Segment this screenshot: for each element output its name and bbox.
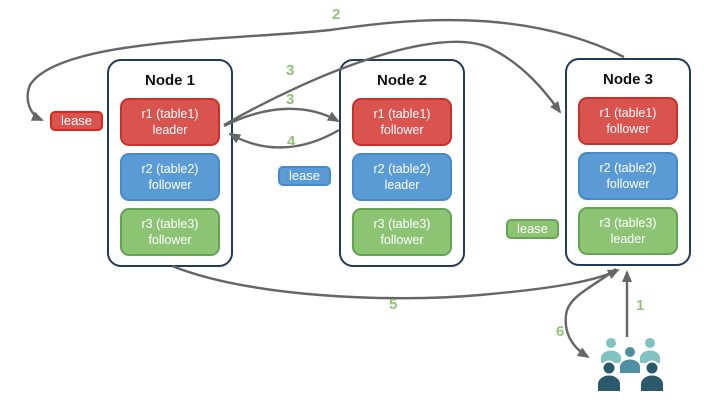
users-icon [596, 336, 665, 393]
users-middle-person [618, 345, 642, 375]
node-3: Node 3 r1 (table1) follower r2 (table2) … [565, 58, 691, 266]
node-2-replica-r3: r3 (table3) follower [352, 208, 452, 256]
replica-role: leader [384, 178, 420, 192]
step-label-3-replicate-node2: 3 [286, 91, 295, 108]
step-label-5: 5 [389, 296, 398, 313]
step-label-1: 1 [636, 297, 645, 314]
step-label-6: 6 [556, 323, 565, 340]
arrow-step-4 [228, 128, 340, 149]
step-label-4: 4 [287, 133, 296, 150]
replica-role: leader [152, 123, 188, 137]
step-label-2: 2 [332, 6, 341, 23]
replica-role: follower [380, 123, 424, 137]
node-3-replica-r1: r1 (table1) follower [578, 97, 678, 145]
node-1: Node 1 r1 (table1) leader r2 (table2) fo… [107, 59, 233, 267]
replica-role: follower [148, 178, 192, 192]
node-3-replica-r3: r3 (table3) leader [578, 207, 678, 255]
replica-name: r3 (table3) [373, 216, 431, 231]
node-1-replica-r2: r2 (table2) follower [120, 153, 220, 201]
arrow-step-3-to-node2 [223, 107, 340, 128]
node-1-replica-r3: r3 (table3) follower [120, 208, 220, 256]
replica-name: r1 (table1) [373, 106, 431, 121]
replica-role: follower [148, 233, 192, 247]
users-front-row [596, 360, 665, 393]
node-2-replica-r1: r1 (table1) follower [352, 98, 452, 146]
node-1-title: Node 1 [144, 72, 195, 89]
replica-name: r3 (table3) [141, 216, 199, 231]
node-1-replica-r1: r1 (table1) leader [120, 98, 220, 146]
replica-role: follower [380, 233, 424, 247]
replica-name: r2 (table2) [141, 161, 199, 176]
node-3-title: Node 3 [602, 71, 653, 88]
replica-name: r2 (table2) [373, 161, 431, 176]
replica-role: follower [606, 122, 650, 136]
node-3-replica-r2: r2 (table2) follower [578, 152, 678, 200]
lease-badge-green: lease [506, 219, 559, 239]
arrow-step-5 [171, 264, 620, 300]
replica-name: r1 (table1) [599, 105, 657, 120]
step-label-3-replicate-node3: 3 [286, 62, 295, 79]
node-2-title: Node 2 [376, 72, 427, 89]
replica-name: r1 (table1) [141, 106, 199, 121]
replica-role: follower [606, 177, 650, 191]
node-2: Node 2 r1 (table1) follower r2 (table2) … [339, 59, 465, 267]
lease-badge-red: lease [50, 111, 103, 131]
lease-badge-blue: lease [278, 166, 331, 186]
replica-name: r3 (table3) [599, 215, 657, 230]
replica-role: leader [610, 232, 646, 246]
node-2-replica-r2: r2 (table2) leader [352, 153, 452, 201]
replica-name: r2 (table2) [599, 160, 657, 175]
